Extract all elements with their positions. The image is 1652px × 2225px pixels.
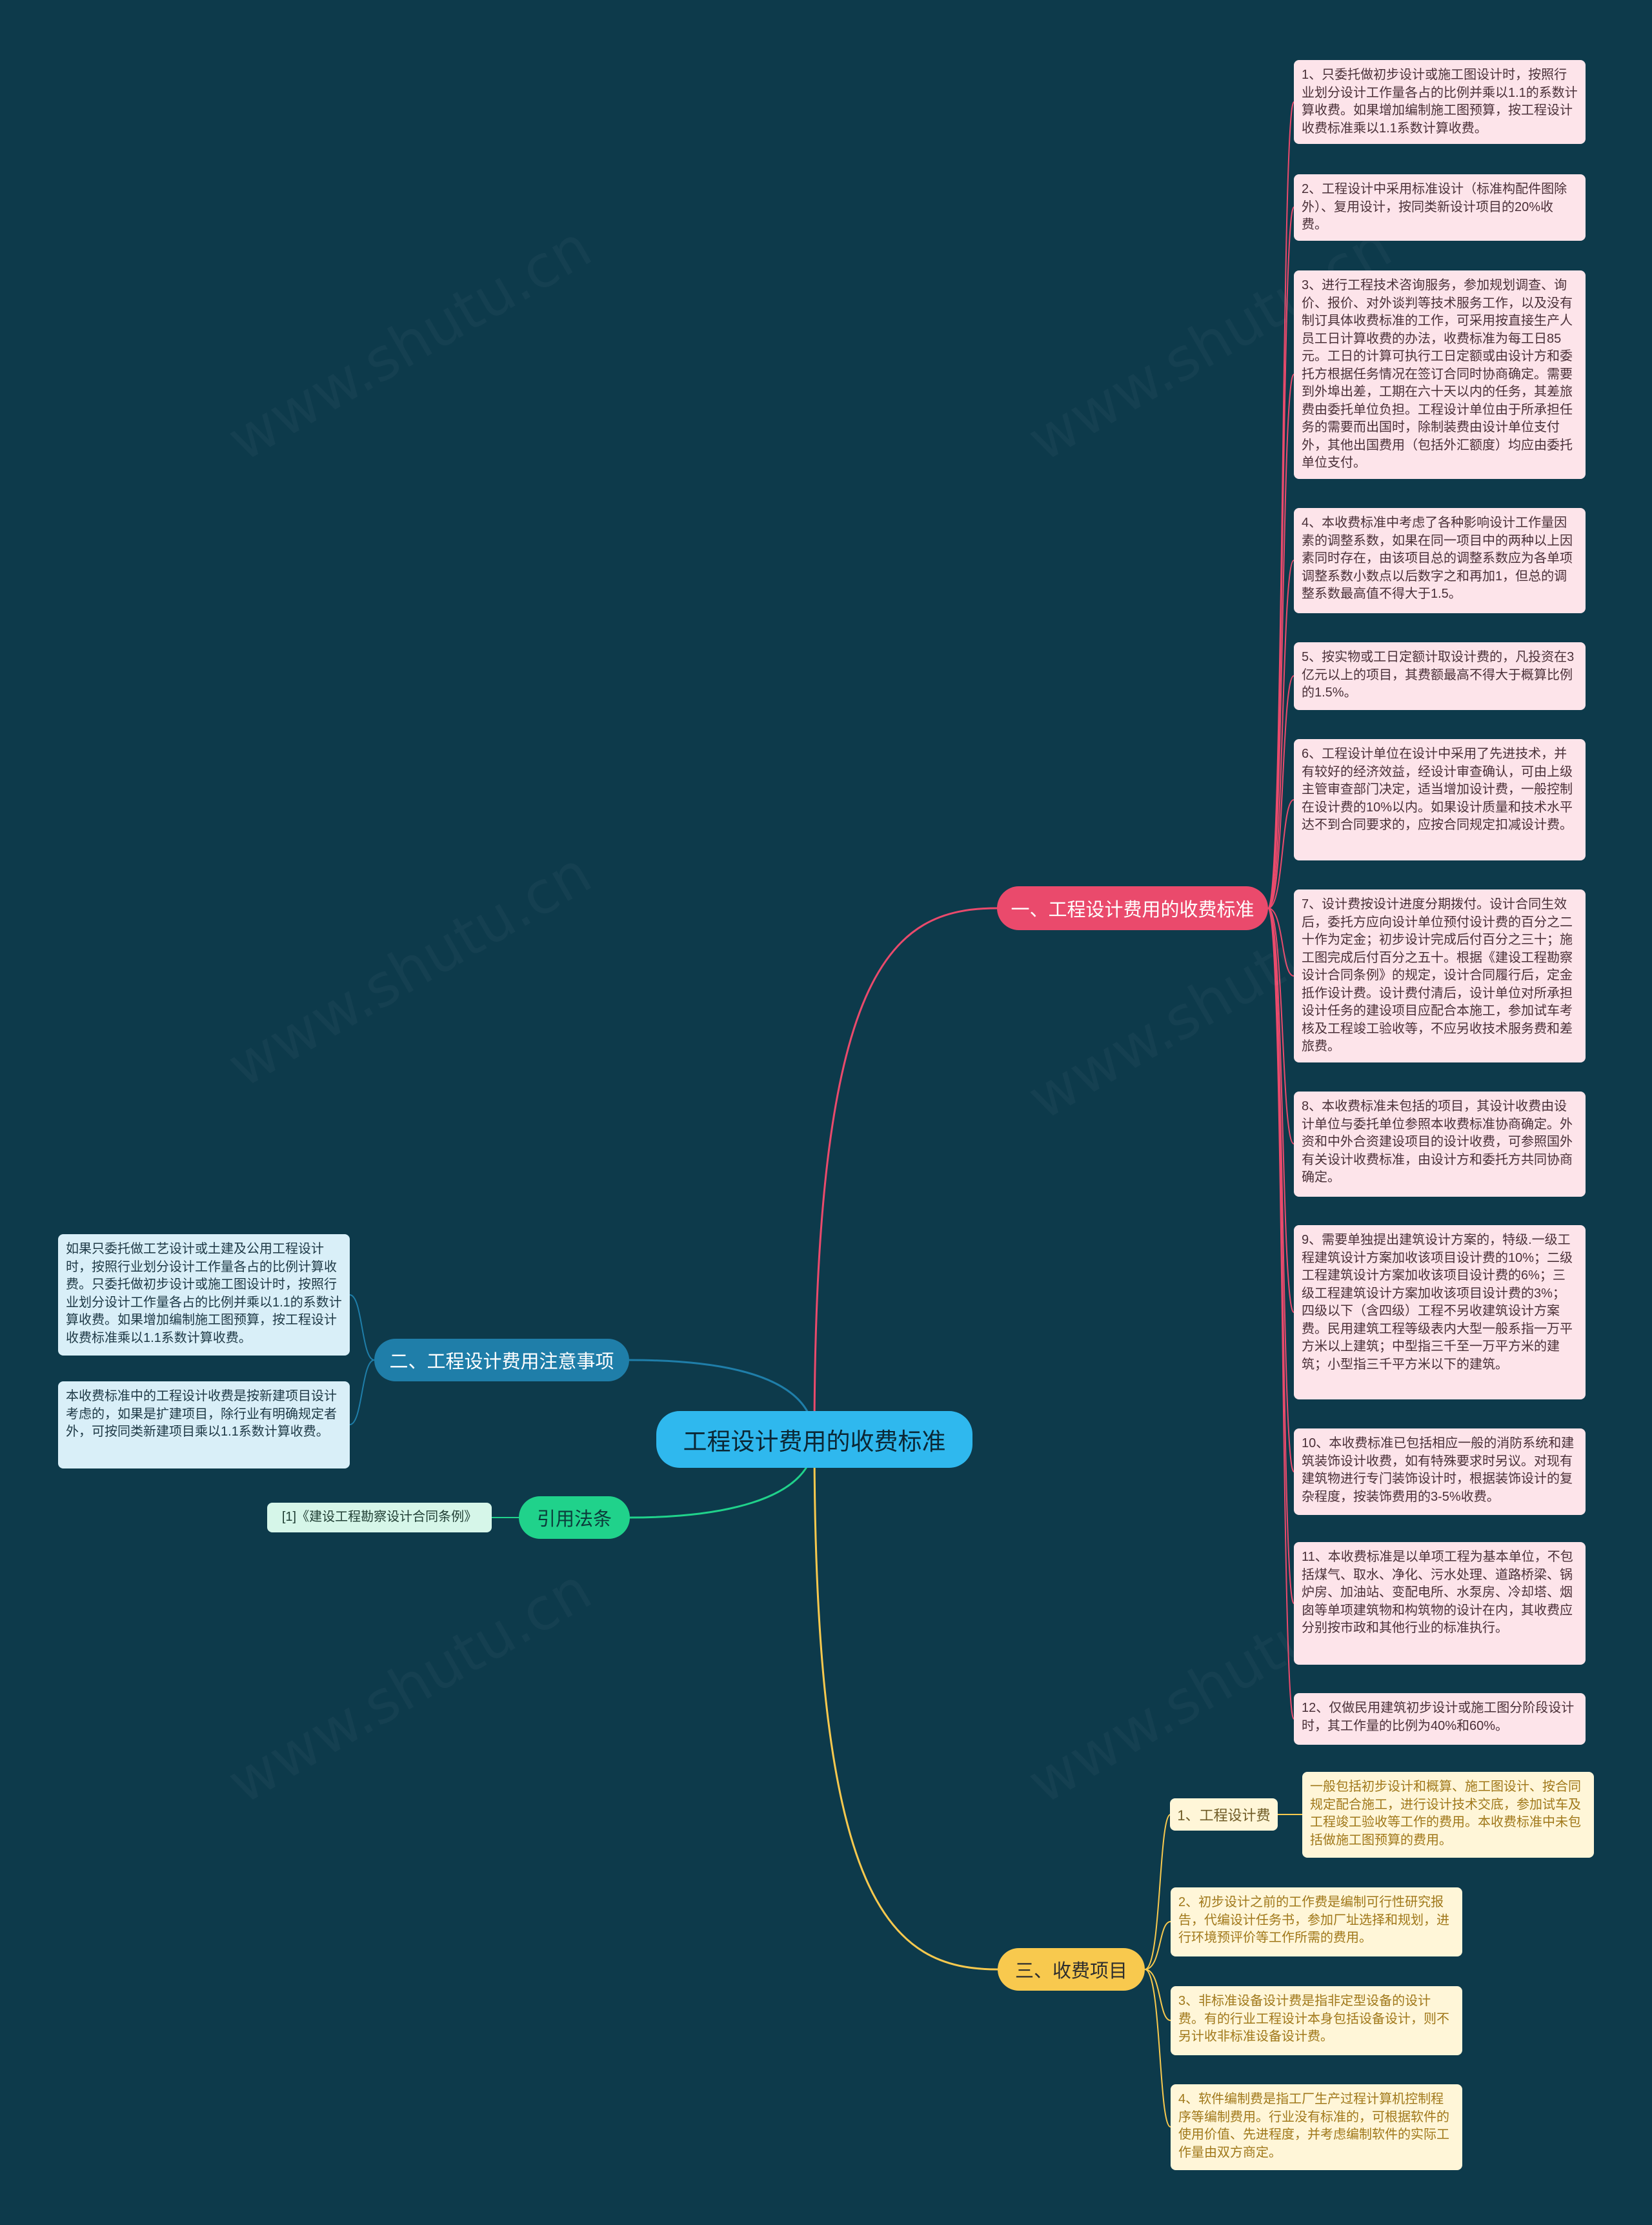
fee-standard-item[interactable]: 11、本收费标准是以单项工程为基本单位，不包括煤气、取水、净化、污水处理、道路桥… — [1294, 1542, 1586, 1665]
link-branch4-item — [1144, 1969, 1171, 2021]
fee-standard-item[interactable]: 1、只委托做初步设计或施工图设计时，按照行业划分设计工作量各占的比例并乘以1.1… — [1294, 60, 1586, 144]
precaution-item[interactable]: 如果只委托做工艺设计或土建及公用工程设计时，按照行业划分设计工作量各占的比例计算… — [58, 1234, 350, 1356]
branch-fee-standard[interactable]: 一、工程设计费用的收费标准 — [997, 886, 1268, 930]
link-branch1-item — [1267, 560, 1294, 909]
branch-citations[interactable]: 引用法条 — [519, 1496, 630, 1539]
link-branch2-item — [349, 1359, 375, 1425]
link-branch1-item — [1267, 908, 1294, 1313]
link-branch4-item — [1144, 1969, 1171, 2128]
design-fee-detail[interactable]: 一般包括初步设计和概算、施工图设计、按合同规定配合施工，进行设计技术交底，参加试… — [1302, 1772, 1594, 1858]
fee-item[interactable]: 2、初步设计之前的工作费是编制可行性研究报告，代编设计任务书，参加厂址选择和规划… — [1171, 1887, 1462, 1956]
link-branch1-item — [1267, 799, 1294, 909]
fee-standard-item[interactable]: 10、本收费标准已包括相应一般的消防系统和建筑装饰设计收费，如有特殊要求时另议。… — [1294, 1428, 1586, 1515]
link-branch1-item — [1267, 374, 1294, 909]
root-topic[interactable]: 工程设计费用的收费标准 — [656, 1411, 972, 1468]
fee-standard-item[interactable]: 8、本收费标准未包括的项目，其设计收费由设计单位与委托单位参照本收费标准协商确定… — [1294, 1092, 1586, 1197]
link-branch4-item — [1144, 1814, 1171, 1970]
fee-standard-item[interactable]: 3、进行工程技术咨询服务，参加规划调查、询价、报价、对外谈判等技术服务工作，以及… — [1294, 270, 1586, 479]
fee-standard-item[interactable]: 7、设计费按设计进度分期拨付。设计合同生效后，委托方应向设计单位预付设计费的百分… — [1294, 889, 1586, 1062]
fee-item[interactable]: 4、软件编制费是指工厂生产过程计算机控制程序等编制费用。行业没有标准的，可根据软… — [1171, 2084, 1462, 2170]
citation-item[interactable]: [1]《建设工程勘察设计合同条例》 — [267, 1503, 492, 1532]
link-branch1-item — [1267, 908, 1294, 1720]
precaution-item[interactable]: 本收费标准中的工程设计收费是按新建项目设计考虑的，如果是扩建项目，除行业有明确规… — [58, 1381, 350, 1468]
link-branch2-item — [349, 1294, 375, 1361]
fee-standard-item[interactable]: 2、工程设计中采用标准设计（标准构配件图除外）、复用设计，按同类新设计项目的20… — [1294, 174, 1586, 241]
fee-standard-item[interactable]: 4、本收费标准中考虑了各种影响设计工作量因素的调整系数，如果在同一项目中的两种以… — [1294, 508, 1586, 613]
link-root-branch4 — [813, 1438, 999, 1971]
fee-standard-item[interactable]: 5、按实物或工日定额计取设计费的，凡投资在3亿元以上的项目，其费额最高不得大于概… — [1294, 642, 1586, 710]
fee-item[interactable]: 3、非标准设备设计费是指非定型设备的设计费。有的行业工程设计本身包括设备设计，则… — [1171, 1986, 1462, 2055]
branch-fee-items[interactable]: 三、收费项目 — [998, 1948, 1145, 1991]
link-branch1-item — [1267, 908, 1294, 977]
link-branch4-item — [1144, 1921, 1171, 1970]
link-branch1-item — [1267, 207, 1294, 909]
fee-standard-item[interactable]: 6、工程设计单位在设计中采用了先进技术，并有较好的经济效益，经设计审查确认，可由… — [1294, 739, 1586, 860]
link-root-branch1 — [813, 907, 998, 1441]
link-branch1-item — [1267, 908, 1294, 1144]
fee-item-design-fee[interactable]: 1、工程设计费 — [1170, 1798, 1278, 1831]
fee-standard-item[interactable]: 12、仅做民用建筑初步设计或施工图分阶段设计时，其工作量的比例为40%和60%。 — [1294, 1693, 1586, 1745]
link-branch1-item — [1267, 101, 1294, 909]
link-branch1-item — [1267, 675, 1294, 909]
fee-standard-item[interactable]: 9、需要单独提出建筑设计方案的，特级.一级工程建筑设计方案加收该项目设计费的10… — [1294, 1225, 1586, 1399]
branch-precautions[interactable]: 二、工程设计费用注意事项 — [374, 1339, 629, 1381]
